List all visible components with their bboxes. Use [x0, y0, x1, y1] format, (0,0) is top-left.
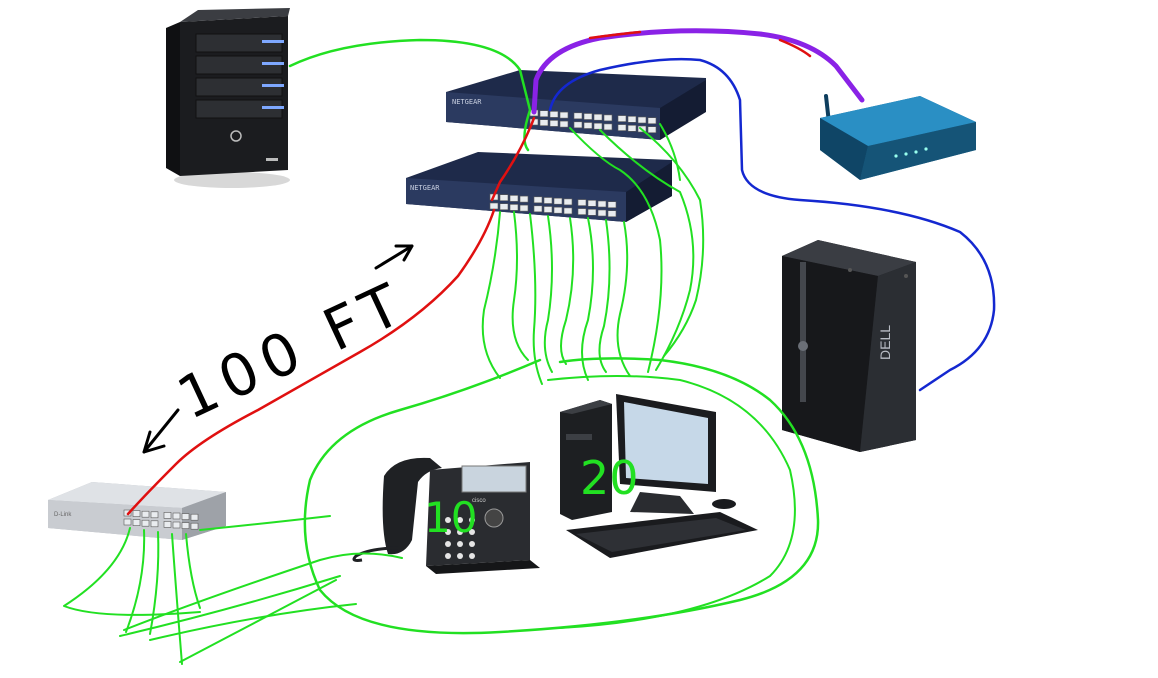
switch-port [593, 113, 603, 121]
switch-port [489, 202, 499, 210]
switch-port [647, 117, 657, 124]
switch-port [190, 522, 199, 530]
switch-port [593, 122, 603, 130]
cable-lines [63, 28, 996, 665]
cable-switch-router [531, 28, 865, 115]
cable-green-loop [303, 357, 820, 635]
switch-port [519, 204, 529, 212]
computer-count-annotation: 20 [580, 451, 639, 505]
ip-phone-icon: cisco [352, 457, 540, 574]
router-icon [820, 94, 976, 180]
svg-text:DELL: DELL [877, 325, 893, 360]
switch-port [150, 520, 159, 528]
svg-text:D-Link: D-Link [54, 512, 72, 518]
computer-count-label: 20 [580, 451, 639, 505]
switch-port [587, 200, 597, 207]
switch-port [509, 204, 519, 211]
switch-port [509, 195, 519, 202]
switch-port [553, 206, 563, 214]
switch-port [163, 521, 172, 528]
switch-port [150, 511, 159, 519]
switch-port [563, 207, 573, 215]
switch-port [549, 111, 559, 118]
cable-server-switch [288, 38, 532, 152]
switch-port [132, 510, 141, 517]
switch-port [587, 209, 597, 216]
switch-port [181, 522, 190, 529]
phone-count-annotation: 10 [424, 493, 477, 542]
desktop-tower-icon: DELL [782, 240, 916, 452]
cable-switch-dell [548, 57, 996, 392]
switch-port [499, 203, 509, 210]
switch-port [172, 521, 181, 529]
workstation-icon [560, 394, 758, 558]
distance-label: 100 FT [167, 268, 418, 433]
switch-port [559, 111, 569, 119]
svg-text:cisco: cisco [472, 498, 486, 504]
switch-port [539, 110, 549, 117]
switch-port [617, 124, 627, 131]
small-switch-icon: D-Link [48, 482, 226, 540]
switch-port [583, 122, 593, 129]
switch-port [577, 208, 587, 215]
switch-middle-icon: NETGEAR [406, 152, 672, 222]
switch-top-icon: NETGEAR [446, 70, 706, 140]
switch-port [627, 125, 637, 132]
switch-port [583, 113, 593, 120]
cable-red-long [126, 116, 536, 516]
switch-port [539, 119, 549, 126]
switch-port [553, 197, 563, 205]
switch-port [543, 206, 553, 213]
switch-port [190, 513, 199, 521]
switch-port [597, 200, 607, 208]
svg-text:NETGEAR: NETGEAR [452, 98, 482, 106]
switch-port [559, 120, 569, 128]
switch-port [637, 116, 647, 124]
cable-red-top [588, 30, 812, 58]
phone-count-label: 10 [424, 493, 477, 542]
switch-port [123, 518, 132, 526]
switch-port [181, 513, 190, 520]
switch-port [607, 210, 617, 217]
svg-text:NETGEAR: NETGEAR [410, 184, 440, 192]
switch-port [163, 512, 172, 519]
switch-port [172, 512, 181, 520]
distance-annotation: 100 FT [142, 244, 418, 454]
switch-port [141, 510, 150, 518]
switch-port [627, 116, 637, 123]
switch-port [603, 123, 613, 131]
switch-port [573, 121, 583, 129]
switch-port [519, 195, 529, 203]
switch-port [499, 194, 509, 201]
switch-port [597, 209, 607, 217]
switch-port [647, 126, 657, 133]
switch-port [563, 198, 573, 206]
switch-port [543, 197, 553, 204]
switch-port [577, 199, 587, 206]
switch-port [533, 196, 543, 204]
switch-port [603, 114, 613, 122]
switch-port [533, 205, 543, 213]
arrow-left-icon [142, 408, 180, 454]
switch-port [141, 519, 150, 527]
switch-port [607, 201, 617, 208]
switch-port [132, 519, 141, 526]
switch-port [617, 115, 627, 122]
switch-port [549, 120, 559, 127]
switch-port [573, 112, 583, 120]
arrow-right-icon [374, 244, 414, 270]
server-icon [166, 8, 290, 188]
